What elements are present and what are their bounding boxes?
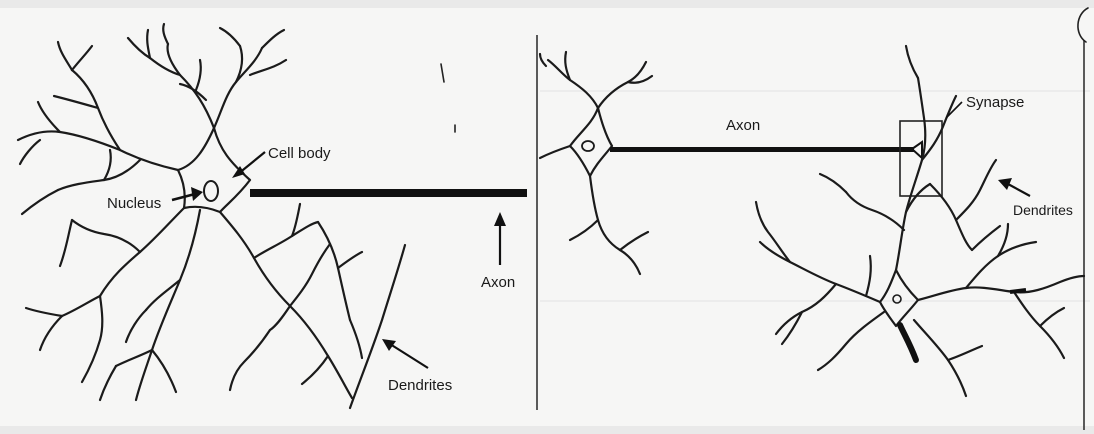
postsynaptic-dendrite [948, 346, 982, 360]
axon-terminal [912, 142, 922, 158]
left-dendrite [22, 190, 58, 214]
left-dendrite [250, 60, 286, 75]
scan-mark [441, 64, 444, 82]
postsynaptic-dendrite [906, 46, 918, 78]
postsynaptic-dendrite [914, 320, 966, 396]
presynaptic-dendrite [570, 220, 598, 240]
arrowhead-dendrites-left [382, 339, 396, 351]
arrow-synapse [946, 102, 962, 118]
label-dendrites-right: Dendrites [1013, 202, 1073, 218]
presynaptic-dendrite [620, 232, 648, 250]
label-nucleus: Nucleus [107, 195, 161, 212]
arrowhead-axon-left [494, 212, 506, 226]
postsynaptic-dendrite [760, 242, 880, 302]
left-dendrite [220, 28, 240, 46]
presynaptic-neuron [540, 52, 922, 274]
left-neuron [18, 24, 527, 408]
left-dendrite [214, 48, 262, 128]
presynaptic-dendrite [590, 176, 640, 274]
postsynaptic-dendrite [866, 256, 871, 296]
label-axon-right: Axon [726, 117, 760, 134]
postsynaptic-neuron [756, 46, 1084, 396]
left-dendrite [100, 208, 184, 296]
postsynaptic-dendrite [918, 276, 1084, 300]
label-axon-left: Axon [481, 274, 515, 291]
left-dendrite [104, 150, 111, 180]
arrow-nucleus [172, 194, 195, 200]
presynaptic-axon [610, 147, 914, 152]
label-cell-body: Cell body [268, 145, 331, 162]
left-dendrite [20, 140, 40, 164]
postsynaptic-dendrite [922, 96, 956, 160]
left-dendrite [196, 60, 201, 90]
presynaptic-dendrite [540, 146, 570, 158]
arrow-dendrites-left [390, 344, 428, 368]
left-nucleus [204, 181, 218, 201]
postsynaptic-dendrite [1040, 308, 1064, 326]
synapse-box [900, 121, 942, 196]
left-dendrite [262, 30, 284, 48]
corner-mark [1078, 8, 1088, 42]
left-dendrite [163, 24, 168, 44]
left-dendrite [72, 220, 140, 252]
arrowhead-nucleus [191, 187, 203, 201]
left-dendrite [180, 84, 206, 100]
postsynaptic-dendrite [930, 184, 972, 250]
label-synapse: Synapse [966, 94, 1024, 111]
postsynaptic-axon-stub [900, 325, 916, 360]
postsynaptic-dendrite-thick [1010, 290, 1026, 292]
presynaptic-dendrite [540, 54, 546, 66]
left-dendrite [254, 222, 318, 258]
left-dendrite [152, 350, 176, 392]
left-dendrite [318, 222, 350, 320]
left-dendrite [168, 44, 215, 128]
presynaptic-dendrite [598, 62, 646, 108]
left-dendrite [54, 96, 98, 108]
postsynaptic-dendrite [818, 312, 884, 370]
left-dendrite [302, 356, 328, 384]
arrow-dendrites-right [1008, 184, 1030, 196]
left-dendrite [230, 330, 270, 390]
left-dendrite [18, 131, 178, 170]
left-dendrite [72, 46, 92, 70]
left-dendrite [58, 42, 72, 70]
left-dendrite [270, 306, 290, 330]
left-dendrite [60, 220, 72, 266]
left-dendrite [147, 30, 150, 58]
postsynaptic-dendrite [820, 174, 846, 192]
left-dendrite [350, 320, 362, 358]
left-dendrite [100, 366, 116, 400]
postsynaptic-cell-body [880, 270, 918, 326]
left-dendrite [338, 252, 362, 268]
left-dendrite [290, 244, 330, 306]
left-dendrite [126, 310, 146, 342]
left-dendrite [58, 160, 140, 190]
presynaptic-nucleus [582, 141, 594, 151]
postsynaptic-dendrite [956, 160, 996, 220]
left-dendrite [62, 296, 100, 316]
left-dendrite [26, 308, 62, 316]
left-dendrite [72, 70, 120, 150]
presynaptic-dendrite [548, 60, 598, 108]
label-dendrites-left: Dendrites [388, 377, 452, 394]
left-axon [250, 189, 527, 197]
postsynaptic-dendrite [972, 226, 1000, 250]
postsynaptic-dendrite [846, 192, 904, 230]
left-dendrite [82, 296, 102, 382]
left-dendrite [146, 280, 180, 310]
postsynaptic-dendrite [776, 284, 836, 334]
left-dendrite [150, 58, 180, 75]
left-dendrite [136, 210, 200, 400]
left-dendrite [40, 316, 62, 350]
left-dendrite [38, 102, 60, 132]
